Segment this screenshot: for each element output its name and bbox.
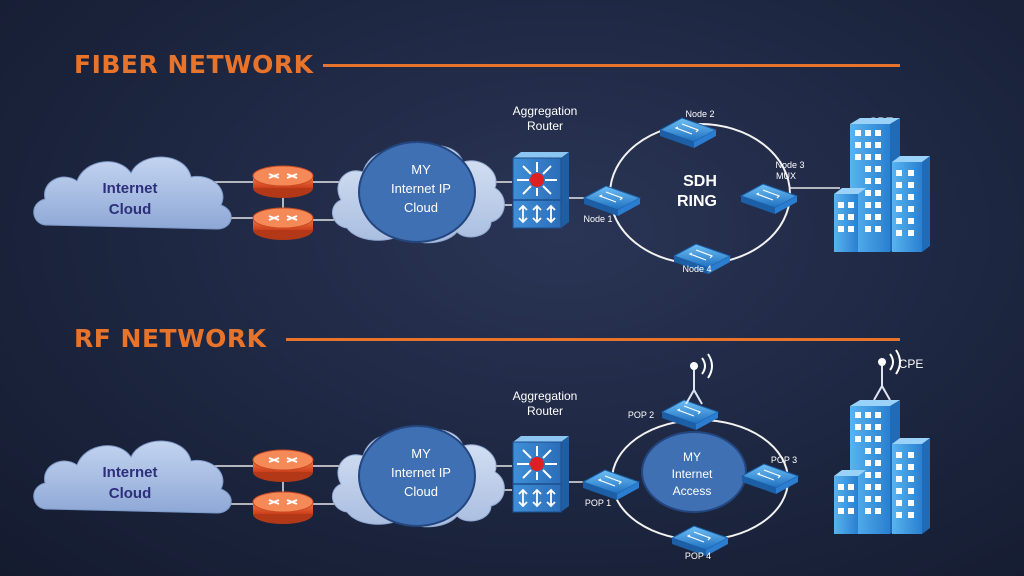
sdh-ring-label-line1: SDH xyxy=(683,173,717,190)
pop1-label: POP 1 xyxy=(585,498,611,508)
pop3-label: POP 3 xyxy=(771,455,797,465)
aggregation-router-label-line1: Aggregation xyxy=(513,389,578,403)
cpe-label: CPE xyxy=(899,357,924,371)
fiber-network-title: FIBER NETWORK xyxy=(74,50,314,79)
access-ring-core xyxy=(641,431,747,513)
pop4-label: POP 4 xyxy=(685,551,711,561)
pop2-label: POP 2 xyxy=(628,410,654,420)
switch-icon xyxy=(741,463,799,495)
router-icon xyxy=(252,449,314,483)
aggregation-router-label-line2: Router xyxy=(527,404,563,418)
aggregation-router-label-line2: Router xyxy=(527,119,563,133)
ip-cloud-label-line2: Internet IP xyxy=(391,465,451,480)
aggregation-router-label-line1: Aggregation xyxy=(513,104,578,118)
aggregation-router-icon xyxy=(512,435,570,513)
sdh-ring-label-line2: RING xyxy=(677,193,717,210)
ip-cloud-label-line3: Cloud xyxy=(404,484,438,499)
switch-icon xyxy=(582,469,640,501)
router-icon xyxy=(252,165,314,199)
switch-icon xyxy=(661,399,719,431)
internet-cloud-label-line2: Cloud xyxy=(109,201,152,218)
ip-cloud-label-line3: Cloud xyxy=(404,200,438,215)
building-icon xyxy=(834,400,930,534)
fiber-title-rule xyxy=(323,64,900,67)
fiber-diagram: Internet Cloud MY Internet IP Cloud Aggr… xyxy=(33,104,930,275)
antenna-icon xyxy=(873,349,901,401)
aggregation-router-icon xyxy=(512,151,570,229)
rf-title-rule xyxy=(286,338,900,341)
node1-label: Node 1 xyxy=(583,214,612,224)
switch-icon xyxy=(659,117,717,149)
internet-cloud-label-line1: Internet xyxy=(102,464,157,481)
router-icon xyxy=(252,207,314,241)
ip-cloud-label-line1: MY xyxy=(411,162,431,177)
rf-diagram: Internet Cloud MY Internet IP Cloud Aggr… xyxy=(33,349,930,561)
router-icon xyxy=(252,491,314,525)
node3-label-line2: MUX xyxy=(776,171,796,181)
access-ring-label-line2: Internet xyxy=(672,467,713,481)
rf-network-title: RF NETWORK xyxy=(74,324,267,353)
node3-label-line1: Node 3 xyxy=(775,160,804,170)
access-ring-label-line3: Access xyxy=(673,484,712,498)
node4-label: Node 4 xyxy=(682,264,711,274)
ip-cloud-label-line2: Internet IP xyxy=(391,181,451,196)
node2-label: Node 2 xyxy=(685,109,714,119)
building-icon xyxy=(834,118,930,252)
internet-cloud-label-line2: Cloud xyxy=(109,485,152,502)
switch-icon xyxy=(583,185,641,217)
antenna-icon xyxy=(685,353,713,405)
internet-cloud-label-line1: Internet xyxy=(102,180,157,197)
access-ring-label-line1: MY xyxy=(683,450,701,464)
ip-cloud-label-line1: MY xyxy=(411,446,431,461)
